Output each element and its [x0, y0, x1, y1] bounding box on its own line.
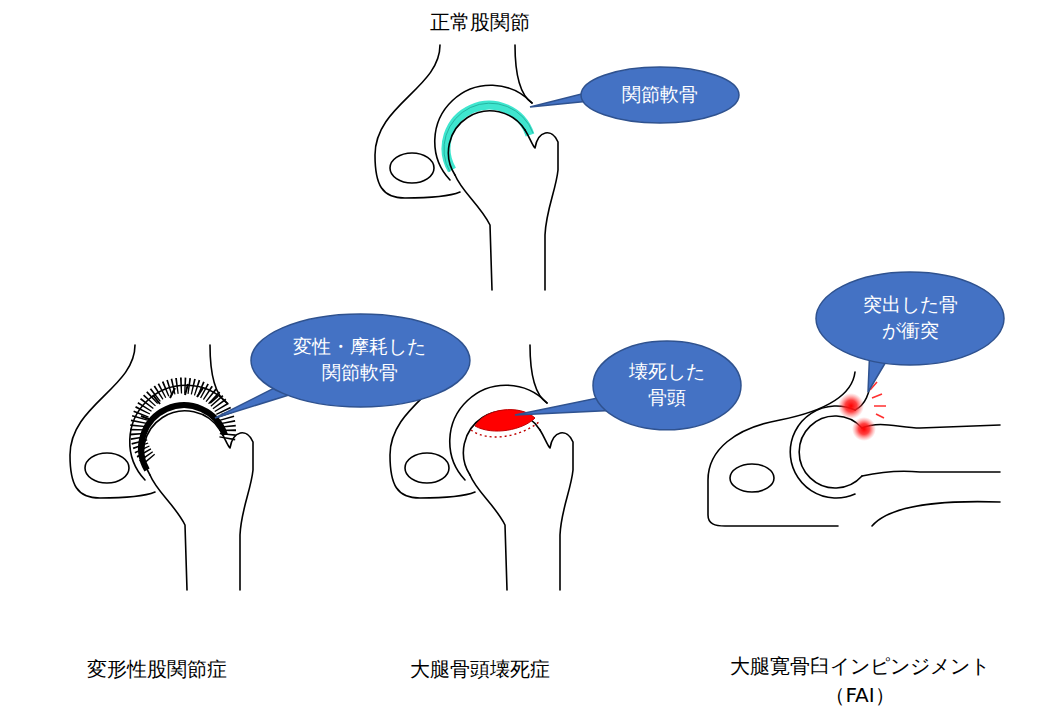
- bubble-ellipse: [816, 272, 1004, 365]
- femoral-neck-top: [862, 424, 1000, 428]
- bubble-text-block: 変性・摩耗した 関節軟骨: [291, 334, 430, 385]
- impact-dashes: [870, 382, 886, 418]
- bubble-text: 突出した骨 が衝突: [860, 292, 961, 343]
- figure-caption: 正常股関節: [430, 8, 530, 37]
- bubble-shape: [815, 271, 1005, 366]
- bubble-text: 壊死した 骨頭: [626, 359, 708, 410]
- bubble-ellipse: [581, 67, 739, 123]
- bubble-shape: [592, 340, 742, 431]
- bubble-text-block: 関節軟骨: [622, 82, 698, 108]
- necrosis-border: [471, 422, 539, 437]
- callout-bubble: 壊死した 骨頭: [592, 340, 742, 431]
- normal-hip: [375, 45, 558, 290]
- figure-caption: 変形性股関節症: [87, 655, 227, 684]
- bubble-text: 変性・摩耗した 関節軟骨: [291, 334, 430, 385]
- bubble-text-block: 突出した骨 が衝突: [860, 292, 961, 343]
- callout-bubble: 変性・摩耗した 関節軟骨: [250, 313, 471, 408]
- bubble-ellipse: [593, 341, 741, 430]
- fray-spikes: [141, 384, 230, 420]
- bubble-text: 関節軟骨: [622, 82, 698, 108]
- obturator-foramen: [730, 464, 774, 492]
- femoral-neck-bottom: [862, 471, 1000, 476]
- arthritic-hip: [70, 345, 253, 590]
- worn-cartilage: [141, 405, 225, 470]
- trochanter-line: [872, 502, 1000, 526]
- bubble-text-block: 壊死した 骨頭: [626, 359, 708, 410]
- bubble-shape: [250, 313, 471, 408]
- bubble-ellipse: [251, 314, 470, 407]
- hip-bones: [70, 345, 253, 590]
- callout-bubble: 関節軟骨: [580, 66, 740, 124]
- fai-hip: [708, 372, 1000, 526]
- impingement-spot: [852, 417, 876, 441]
- cartilage-edge: [444, 103, 533, 172]
- figure-caption: 大腿骨頭壊死症: [410, 655, 550, 684]
- figure-caption: 大腿寛骨臼インピンジメント （FAI）: [715, 652, 1005, 710]
- hip-bones: [375, 45, 558, 290]
- impingement-spot: [838, 393, 864, 419]
- worn-cartilage-fray: [138, 386, 228, 460]
- callout-bubble: 突出した骨 が衝突: [815, 271, 1005, 366]
